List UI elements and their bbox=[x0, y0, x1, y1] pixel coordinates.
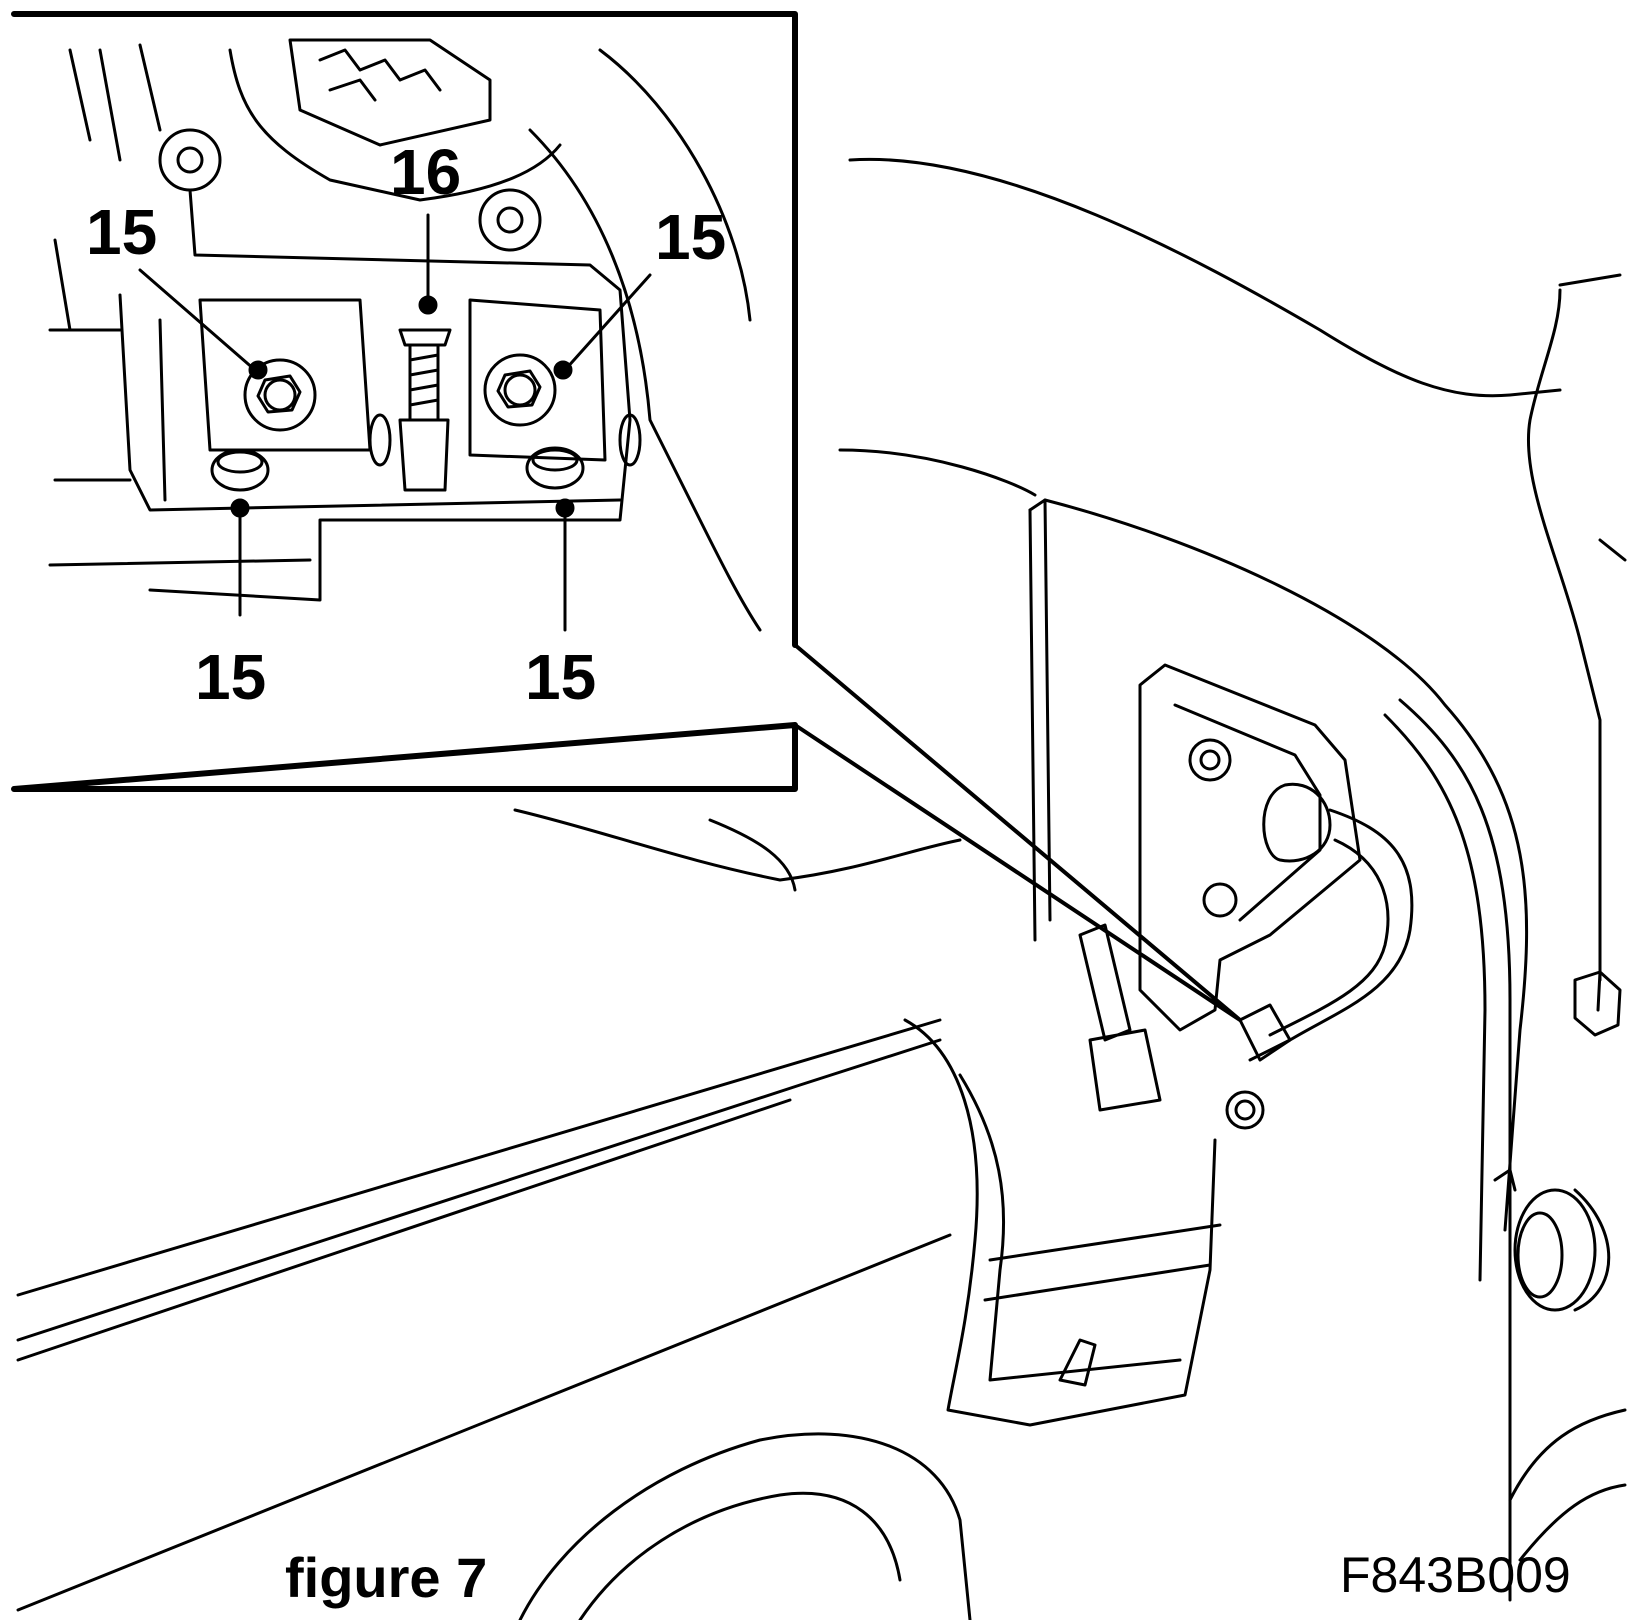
housing-inner bbox=[958, 1073, 1182, 1382]
inset-bracket-left bbox=[118, 293, 622, 512]
figure-code: F843B009 bbox=[1340, 1547, 1571, 1603]
label-16: 16 bbox=[390, 136, 462, 208]
inset-clip-slot-right bbox=[618, 413, 642, 467]
body-panel-right bbox=[1526, 288, 1602, 982]
inset-screw-clip bbox=[398, 418, 450, 492]
housing-lip bbox=[983, 1223, 1222, 1302]
bracket-window bbox=[1138, 663, 1362, 1032]
inset-left-strut-2 bbox=[53, 238, 72, 332]
inset-detail bbox=[11, 11, 798, 792]
label-15-bottom-right: 15 bbox=[525, 641, 597, 713]
inset-nut-left bbox=[243, 358, 317, 432]
label-15-top-left: 15 bbox=[86, 196, 158, 268]
inset-connector-top bbox=[288, 38, 492, 147]
housing-outline bbox=[903, 1018, 1217, 1427]
inset-left-strut bbox=[68, 43, 162, 162]
inset-washer-right bbox=[525, 446, 585, 490]
inset-screw-head bbox=[398, 328, 452, 347]
main-view bbox=[16, 157, 1627, 1620]
trim-arc-inner bbox=[1383, 713, 1487, 1282]
inset-nut-right-hex bbox=[496, 369, 542, 409]
inset-nut-left-hex bbox=[256, 374, 302, 414]
trim-notch bbox=[1493, 1168, 1517, 1192]
inset-lower-lines bbox=[48, 328, 312, 567]
housing-tab bbox=[1058, 1338, 1097, 1387]
bottom-trim-curve bbox=[518, 1432, 972, 1620]
hex-bolt-edge bbox=[1596, 970, 1602, 1012]
knob-body bbox=[1513, 1188, 1597, 1312]
leader-dot-16 bbox=[418, 295, 438, 315]
arm-tube-edge bbox=[16, 1038, 942, 1342]
body-panel-mid bbox=[838, 448, 1037, 497]
inset-curve-right bbox=[598, 48, 752, 322]
arm-tube-lower bbox=[16, 1098, 792, 1362]
leader-dot-15-top-right bbox=[553, 360, 573, 380]
inset-clip-slot bbox=[368, 413, 392, 467]
bracket-plate bbox=[1028, 498, 1529, 1232]
inset-boss-left-inner bbox=[176, 146, 204, 174]
bottom-right-seat bbox=[1508, 1408, 1627, 1562]
wire-plug bbox=[1238, 1003, 1292, 1062]
arm-tube-top bbox=[16, 1018, 942, 1297]
inset-nut-right bbox=[483, 353, 557, 427]
leader-dot-15-top-left bbox=[248, 360, 268, 380]
body-panel-curve-top bbox=[848, 157, 1562, 398]
body-panel-lower-curve bbox=[708, 818, 797, 892]
connector-body bbox=[1262, 782, 1332, 863]
mount-screw-head bbox=[1234, 1099, 1256, 1121]
label-15-bottom-left: 15 bbox=[195, 641, 267, 713]
bracket-window-inner bbox=[1173, 703, 1322, 922]
leader-dot-15-bottom-left bbox=[230, 498, 250, 518]
leader-dot-15-bottom-right bbox=[555, 498, 575, 518]
label-15-top-right: 15 bbox=[655, 201, 727, 273]
arm-clip bbox=[1078, 923, 1162, 1112]
wire-harness bbox=[1248, 808, 1414, 1062]
inset-boss-center bbox=[478, 188, 542, 252]
inset-washer-right-inner bbox=[531, 448, 579, 472]
bracket-hole-lower bbox=[1202, 882, 1238, 918]
inset-leaders bbox=[138, 213, 652, 632]
leader-15-top-left bbox=[138, 268, 257, 372]
bracket-hole-upper-inner bbox=[1199, 749, 1221, 771]
inset-border bbox=[11, 11, 798, 792]
trim-arc bbox=[1398, 698, 1512, 1602]
leader-15-top-right bbox=[563, 273, 652, 372]
knob-shadow bbox=[1573, 1188, 1611, 1312]
inset-connector-ribs bbox=[318, 48, 442, 102]
knob-inner bbox=[1516, 1211, 1564, 1299]
inset-background bbox=[14, 14, 795, 789]
inset-upper-housing bbox=[228, 48, 562, 202]
arm-tube-bottom bbox=[16, 1233, 952, 1612]
bracket-hole-upper bbox=[1188, 738, 1232, 782]
inset-bracket-frame bbox=[148, 188, 632, 602]
inset-boss-center-inner bbox=[496, 206, 524, 234]
body-panel-lower bbox=[513, 808, 962, 882]
body-panel-right-edge bbox=[1558, 273, 1627, 562]
mount-screw bbox=[1225, 1090, 1265, 1130]
inset-bracket-right-inner bbox=[468, 298, 607, 462]
figure-caption: figure 7 bbox=[285, 1546, 488, 1609]
inset-washer-left-inner bbox=[216, 450, 264, 474]
leader-wedge bbox=[793, 643, 1242, 1022]
bottom-trim-inner bbox=[578, 1491, 902, 1620]
inset-curve-right-2 bbox=[528, 128, 762, 632]
inset-washer-left bbox=[210, 448, 270, 492]
bracket-plate-inner bbox=[1028, 498, 1052, 942]
